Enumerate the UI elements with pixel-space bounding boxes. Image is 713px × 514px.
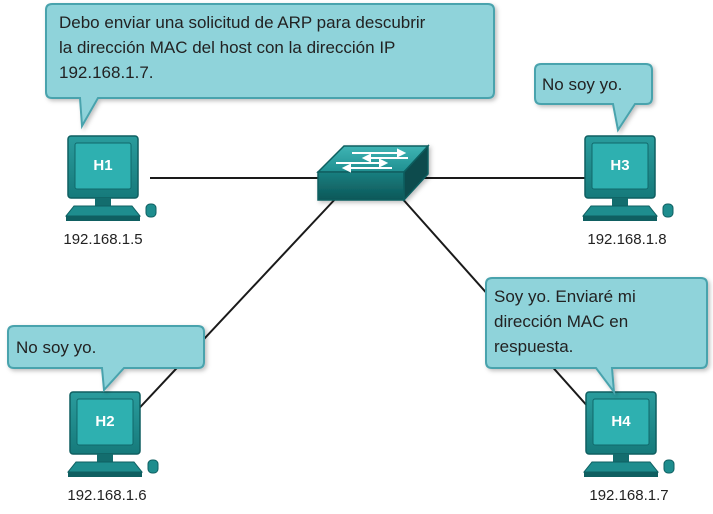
host-label-h1: H1 <box>93 157 112 174</box>
computer-icon <box>65 135 157 222</box>
host-ip-h1: 192.168.1.5 <box>63 231 142 248</box>
host-h1[interactable]: H1 192.168.1.5 <box>63 135 157 248</box>
host-label-h2: H2 <box>95 413 114 430</box>
bubble-h1-line-2: la dirección MAC del host con la direcci… <box>59 38 395 57</box>
bubble-h4-line-1: Soy yo. Enviaré mi <box>494 287 636 306</box>
host-h2[interactable]: H2 192.168.1.6 <box>67 391 159 504</box>
bubble-h1-line-1: Debo enviar una solicitud de ARP para de… <box>59 13 426 32</box>
host-ip-h3: 192.168.1.8 <box>587 231 666 248</box>
link-switch-h2 <box>129 195 339 419</box>
host-label-h3: H3 <box>610 157 629 174</box>
bubble-h3-text: No soy yo. <box>542 75 622 94</box>
speech-bubble-h2 <box>7 325 205 393</box>
bubble-h2-text: No soy yo. <box>16 338 96 357</box>
computer-icon <box>582 135 674 222</box>
bubble-h1-line-3: 192.168.1.7. <box>59 63 154 82</box>
computer-icon <box>583 391 675 478</box>
host-ip-h4: 192.168.1.7 <box>589 487 668 504</box>
bubble-h4-line-3: respuesta. <box>494 337 573 356</box>
host-ip-h2: 192.168.1.6 <box>67 487 146 504</box>
host-h4[interactable]: H4 192.168.1.7 <box>583 391 675 504</box>
speech-bubble-h3 <box>534 63 653 133</box>
switch-icon[interactable] <box>316 144 430 202</box>
bubble-h4-line-2: dirección MAC en <box>494 312 628 331</box>
speech-bubble-h1 <box>45 3 495 130</box>
speech-bubble-h4 <box>485 277 708 396</box>
host-label-h4: H4 <box>611 413 631 430</box>
host-h3[interactable]: H3 192.168.1.8 <box>582 135 674 248</box>
computer-icon <box>67 391 159 478</box>
